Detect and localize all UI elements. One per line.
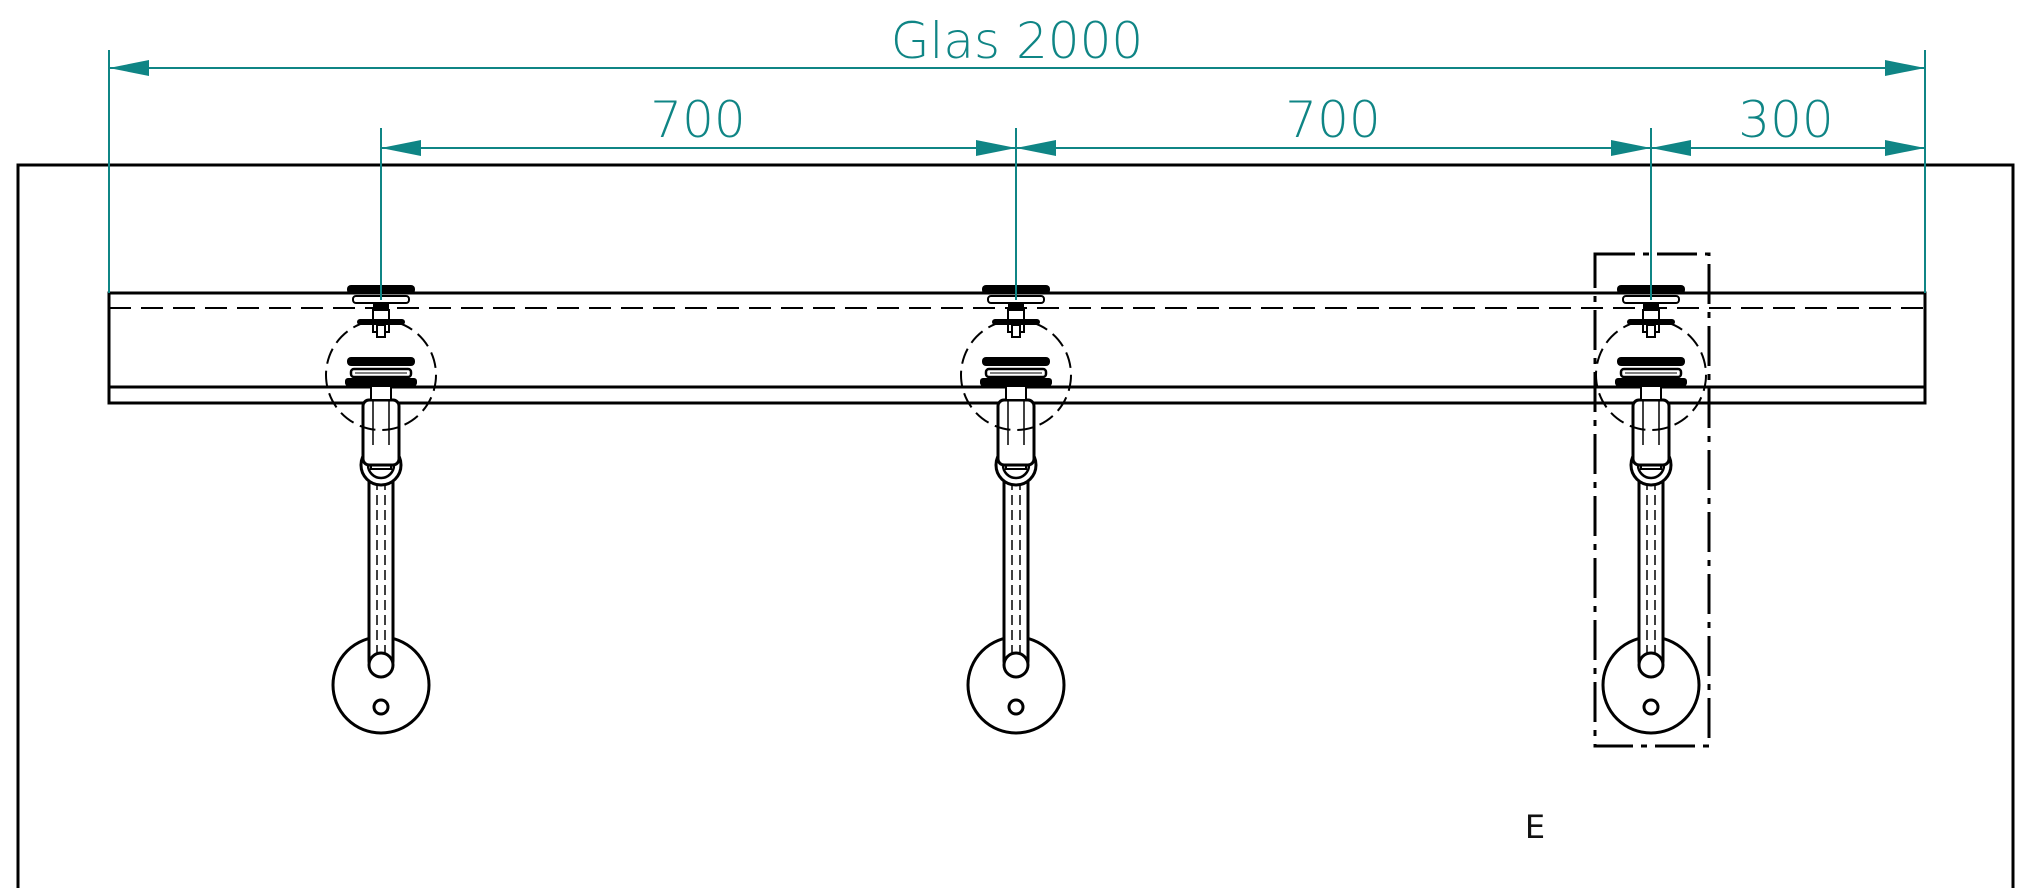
dimension-lines	[108, 50, 1926, 300]
spacing-dimension-2: 700	[1285, 91, 1380, 149]
overall-glass-dimension: Glas 2000	[891, 12, 1143, 70]
spacing-dimension-1: 700	[650, 91, 745, 149]
spacing-dimension-3: 300	[1738, 91, 1833, 149]
view-label: E	[1525, 808, 1545, 846]
detail-window	[1593, 252, 1711, 748]
